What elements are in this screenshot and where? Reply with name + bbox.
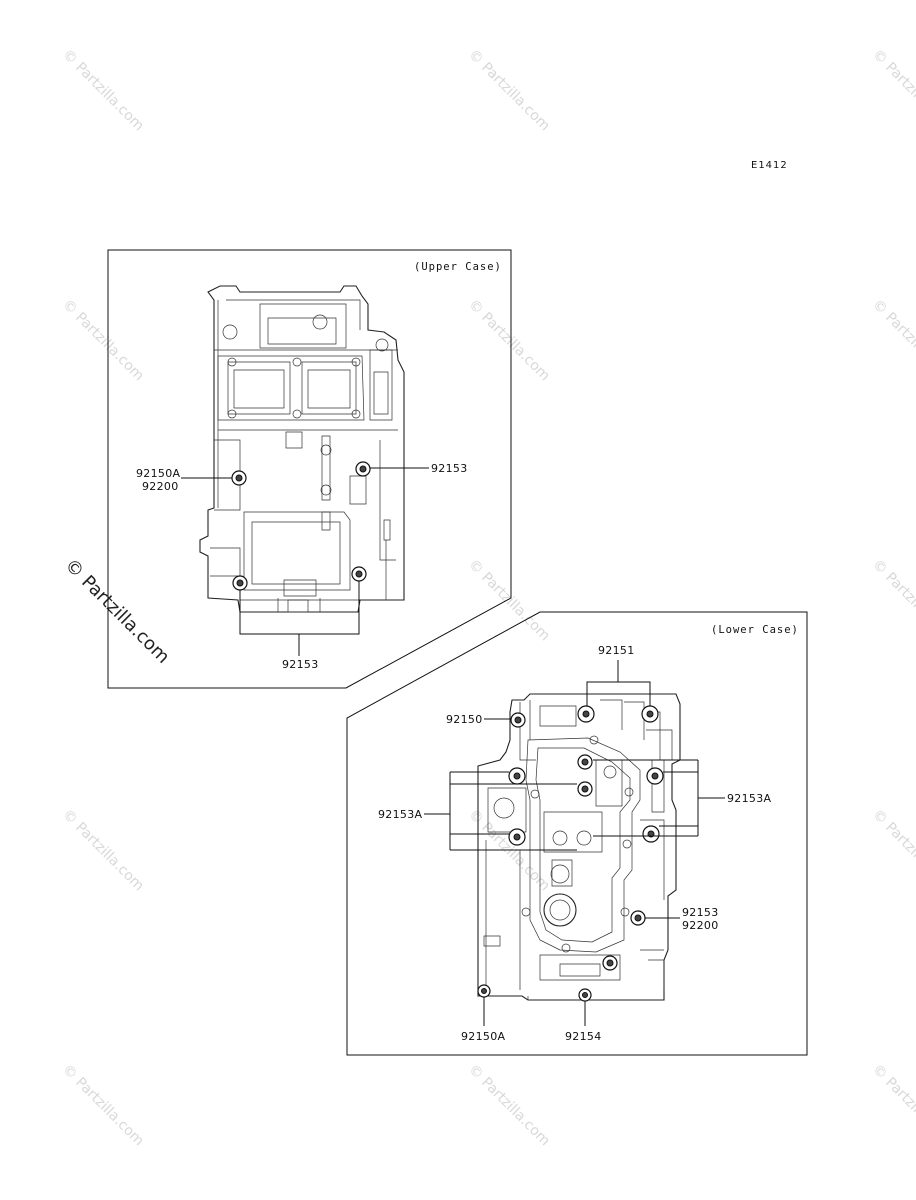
watermark: © Partzilla.com — [465, 557, 553, 645]
part-label-92154[interactable]: 92154 — [565, 1030, 602, 1043]
watermark: © Partzilla.com — [869, 47, 916, 135]
leader-92153A-left — [424, 771, 577, 851]
upper-case-caption: (Upper Case) — [414, 261, 502, 273]
watermark-group: © Partzilla.com © Partzilla.com © Partzi… — [59, 47, 916, 1150]
upper-case-frame — [107, 249, 512, 689]
part-label-92200-lower[interactable]: 92200 — [682, 919, 719, 932]
watermark: © Partzilla.com — [465, 297, 553, 385]
lower-case-panel: (Lower Case) — [346, 611, 808, 1056]
part-label-92150A-upper[interactable]: 92150A — [136, 467, 180, 480]
watermark: © Partzilla.com — [869, 807, 916, 895]
diagram-code: E1412 — [751, 160, 788, 171]
upper-case-panel: (Upper Case) — [107, 249, 512, 689]
part-label-92153A-left[interactable]: 92153A — [378, 808, 422, 821]
part-label-92153A-right[interactable]: 92153A — [727, 792, 771, 805]
lower-case-caption: (Lower Case) — [711, 624, 799, 636]
watermark: © Partzilla.com — [59, 297, 147, 385]
part-label-92153-lower[interactable]: 92153 — [682, 906, 719, 919]
watermark: © Partzilla.com — [465, 47, 553, 135]
watermark: © Partzilla.com — [465, 1062, 553, 1150]
watermark: © Partzilla.com — [59, 807, 147, 895]
lower-case-drawing — [477, 693, 681, 1002]
watermark: © Partzilla.com — [869, 557, 916, 645]
watermark: © Partzilla.com — [869, 297, 916, 385]
lower-case-frame — [346, 611, 808, 1056]
watermark: © Partzilla.com — [869, 1062, 916, 1150]
watermark-prominent: © Partzilla.com — [60, 555, 173, 668]
upper-case-drawing — [199, 285, 405, 613]
part-label-92150A-lower[interactable]: 92150A — [461, 1030, 505, 1043]
part-label-92200-upper[interactable]: 92200 — [142, 480, 179, 493]
part-label-92153-upper-bottom[interactable]: 92153 — [282, 658, 319, 671]
part-label-92150[interactable]: 92150 — [446, 713, 483, 726]
watermark: © Partzilla.com — [59, 47, 147, 135]
leader-92151 — [586, 660, 651, 706]
leader-92153A-right — [593, 759, 725, 837]
leader-92153-upper-bottom — [239, 581, 360, 656]
part-label-92153-upper-right[interactable]: 92153 — [431, 462, 468, 475]
part-label-92151[interactable]: 92151 — [598, 644, 635, 657]
watermark: © Partzilla.com — [59, 1062, 147, 1150]
